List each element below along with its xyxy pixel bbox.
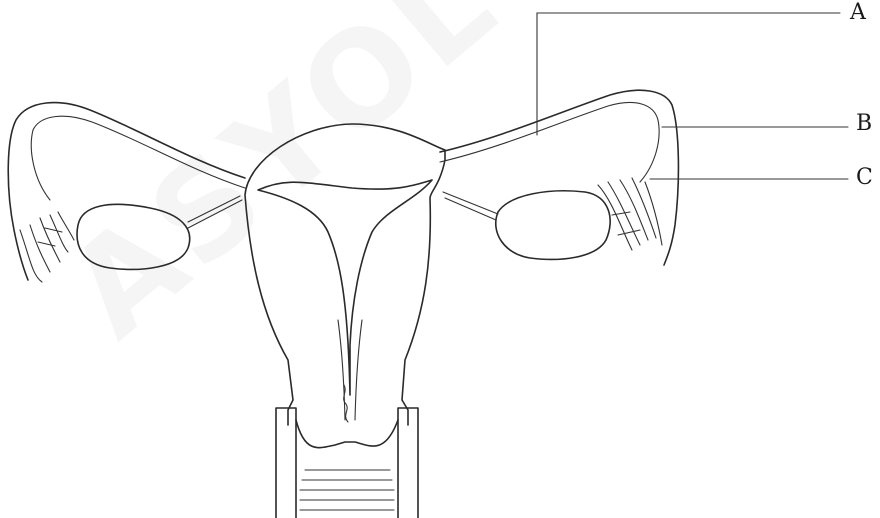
left-tube-lumen — [31, 116, 245, 200]
right-fimbriae — [598, 178, 662, 250]
left-fimbriae — [20, 212, 74, 282]
vaginal-rugae — [300, 470, 394, 510]
left-ovarian-ligament — [188, 196, 242, 228]
right-fallopian-tube — [440, 90, 678, 265]
right-ovary — [496, 191, 610, 260]
left-ovary — [77, 204, 190, 269]
uterus-outline — [245, 124, 445, 425]
vaginal-fornix — [296, 420, 398, 448]
right-tube-lumen — [440, 102, 659, 182]
right-ovarian-ligament — [443, 192, 498, 220]
label-c: C — [856, 167, 873, 189]
leader-line-a — [537, 13, 840, 135]
label-b: B — [856, 113, 872, 135]
uterine-cavity — [258, 180, 432, 395]
label-a: A — [850, 2, 866, 24]
